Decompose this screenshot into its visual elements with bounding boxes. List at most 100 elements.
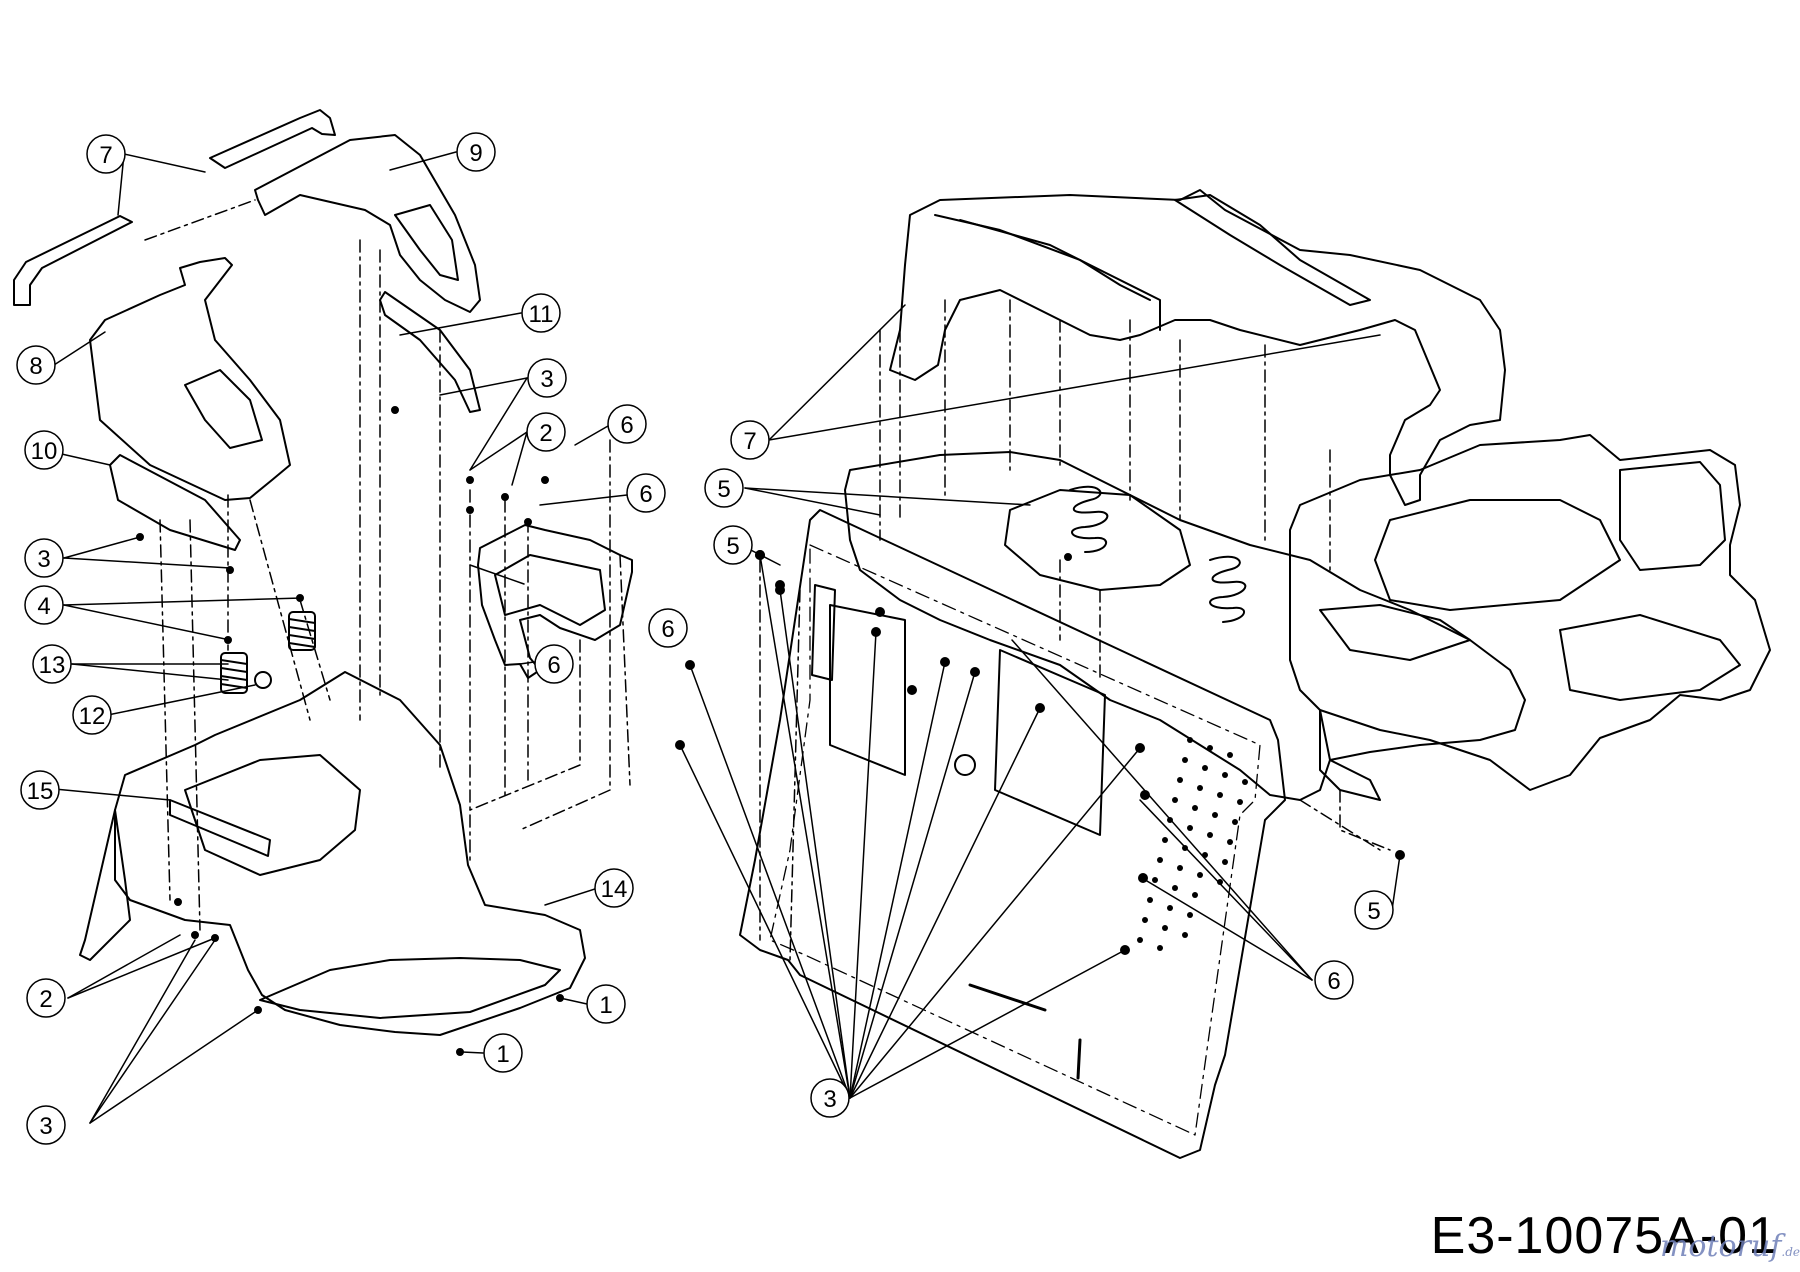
svg-text:13: 13 bbox=[39, 652, 66, 679]
rear-fender-strip bbox=[1174, 194, 1371, 306]
callout-7-left: 7 bbox=[86, 134, 126, 174]
callout-10: 10 bbox=[24, 430, 64, 470]
part-15-strip bbox=[169, 799, 271, 857]
part-7-strip-top bbox=[209, 109, 336, 169]
callout-2-top: 2 bbox=[526, 412, 566, 452]
callout-9: 9 bbox=[456, 132, 496, 172]
callout-1-right: 1 bbox=[586, 984, 626, 1024]
watermark-text: motoruf bbox=[1659, 1229, 1782, 1264]
part-9-detail bbox=[394, 204, 459, 281]
callout-4: 4 bbox=[24, 585, 64, 625]
svg-text:10: 10 bbox=[31, 438, 58, 465]
svg-text:5: 5 bbox=[717, 476, 730, 503]
rear-body-footwell bbox=[1559, 614, 1741, 701]
callout-2-bottom: 2 bbox=[26, 978, 66, 1018]
svg-text:12: 12 bbox=[79, 703, 106, 730]
rear-body bbox=[1289, 434, 1771, 791]
lower-panel-handle bbox=[811, 584, 836, 681]
callout-6-right: 6 bbox=[1314, 960, 1354, 1000]
lower-panel-slot bbox=[968, 983, 1047, 1012]
part-9-fender bbox=[254, 134, 481, 313]
svg-text:9: 9 bbox=[469, 140, 482, 167]
callout-6-mid: 6 bbox=[626, 473, 666, 513]
svg-text:3: 3 bbox=[540, 366, 553, 393]
callout-3-top: 3 bbox=[527, 358, 567, 398]
callout-6-seat: 6 bbox=[648, 608, 688, 648]
svg-text:8: 8 bbox=[29, 353, 42, 380]
callout-6-lower: 6 bbox=[534, 644, 574, 684]
seat-deck-well bbox=[1004, 489, 1191, 591]
diagram-code: E3-10075A-01 bbox=[1430, 1207, 1778, 1265]
svg-text:3: 3 bbox=[37, 546, 50, 573]
part-14-console bbox=[184, 754, 361, 876]
svg-text:6: 6 bbox=[620, 412, 633, 439]
spring-13-right bbox=[288, 611, 316, 651]
part-6-seat-inner bbox=[494, 554, 606, 626]
svg-text:4: 4 bbox=[37, 593, 50, 620]
part-14-floor bbox=[259, 957, 561, 1019]
lower-panel-cutout-1 bbox=[829, 604, 906, 776]
svg-text:3: 3 bbox=[823, 1086, 836, 1113]
watermark-suffix: .de bbox=[1781, 1245, 1800, 1259]
callouts: 7 9 8 11 3 2 6 6 10 3 4 6 13 6 12 1 bbox=[16, 132, 1394, 1145]
callout-6-top: 6 bbox=[607, 404, 647, 444]
svg-text:2: 2 bbox=[539, 420, 552, 447]
svg-text:7: 7 bbox=[99, 142, 112, 169]
right-screws bbox=[675, 550, 1405, 955]
svg-text:6: 6 bbox=[547, 652, 560, 679]
part-8-detail bbox=[184, 369, 263, 449]
svg-text:15: 15 bbox=[27, 778, 54, 805]
lower-panel-cutout-2 bbox=[994, 649, 1106, 836]
svg-text:11: 11 bbox=[529, 301, 554, 328]
part-14-left-panel bbox=[79, 809, 131, 961]
svg-text:2: 2 bbox=[39, 986, 52, 1013]
part-11-trim bbox=[379, 291, 481, 413]
svg-text:14: 14 bbox=[601, 876, 628, 903]
svg-text:5: 5 bbox=[726, 533, 739, 560]
watermark-logo: motoruf.de bbox=[1660, 1229, 1800, 1264]
callout-7-right: 7 bbox=[730, 420, 770, 460]
seat-deck-grille bbox=[1319, 604, 1471, 661]
right-assembly bbox=[675, 189, 1771, 1159]
rear-fender-detail-2 bbox=[959, 219, 1161, 331]
svg-text:6: 6 bbox=[1327, 968, 1340, 995]
left-hardware bbox=[136, 406, 564, 1056]
callout-12: 12 bbox=[72, 695, 112, 735]
rear-body-floor bbox=[1374, 499, 1621, 611]
callout-11: 11 bbox=[521, 293, 561, 333]
seat-deck bbox=[844, 451, 1526, 801]
callout-14: 14 bbox=[594, 868, 634, 908]
callout-3-bottom-right: 3 bbox=[810, 1078, 850, 1118]
callout-15: 15 bbox=[20, 770, 60, 810]
right-assembly-lines bbox=[759, 299, 1391, 961]
svg-text:1: 1 bbox=[496, 1041, 509, 1068]
lower-panel-slot-2 bbox=[1076, 1038, 1082, 1080]
callout-5-right: 5 bbox=[1354, 890, 1394, 930]
spring-right-2 bbox=[1209, 555, 1247, 623]
rear-fender-detail bbox=[934, 214, 1151, 301]
lower-panel bbox=[739, 509, 1286, 1159]
callout-5-upper: 5 bbox=[704, 468, 744, 508]
part-10-grille bbox=[109, 454, 241, 551]
seat-deck-lower bbox=[1319, 709, 1381, 801]
callout-5-left: 5 bbox=[713, 525, 753, 565]
rear-fender bbox=[889, 189, 1506, 506]
part-7-strip-left bbox=[13, 215, 133, 306]
part-12-washer bbox=[254, 671, 272, 689]
leader-lines bbox=[43, 151, 1401, 1124]
lower-panel-hole bbox=[954, 754, 976, 776]
svg-text:3: 3 bbox=[39, 1113, 52, 1140]
left-assembly bbox=[13, 109, 633, 1056]
rear-body-box bbox=[1619, 461, 1726, 571]
svg-text:1: 1 bbox=[599, 992, 612, 1019]
callout-8: 8 bbox=[16, 345, 56, 385]
spring-right-1 bbox=[1069, 485, 1109, 553]
spring-13-left bbox=[220, 652, 248, 694]
svg-text:5: 5 bbox=[1367, 898, 1380, 925]
lower-panel-inner bbox=[769, 544, 1261, 1136]
part-6-seat-bracket bbox=[477, 524, 633, 679]
callout-3-left: 3 bbox=[24, 538, 64, 578]
part-14-body bbox=[114, 671, 586, 1036]
callout-3-bottom-left: 3 bbox=[26, 1105, 66, 1145]
